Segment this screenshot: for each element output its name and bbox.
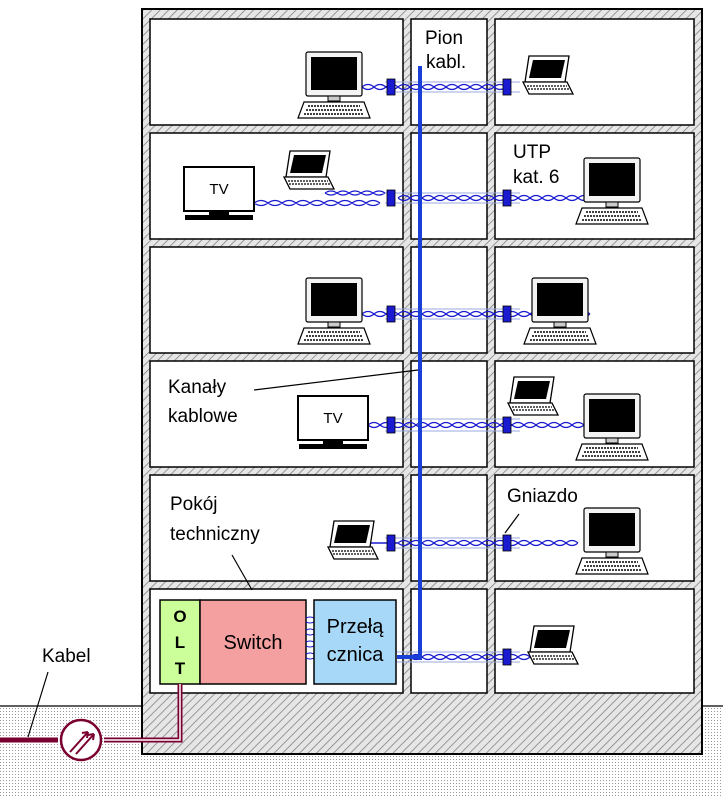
cable-label: Kabel [42,646,91,667]
cable-channels-label-line2: kablowe [168,406,238,427]
patch-panel-box [313,599,397,685]
riser-room-floor-6 [410,18,488,126]
patch-panel-label-line2: cznica [327,644,385,666]
desktop-computer-icon [575,507,649,575]
tv-label: TV [209,181,228,198]
riser-room-floor-3 [410,360,488,468]
riser-room-floor-5 [410,132,488,240]
utp-cable [367,421,621,429]
cable-channels [385,81,520,663]
callout-lines [27,369,520,738]
technical-room-label-line1: Pokój [170,494,218,515]
switch-box [199,599,307,685]
optical-splitter-icon [59,718,103,762]
riser-room-floor-4 [410,246,488,354]
olt-letter-t: T [175,659,186,678]
riser-room-floor-2 [410,474,488,582]
wall-socket [502,189,512,207]
laptop-icon [507,376,559,416]
room-right-floor-6 [494,18,695,126]
patch-panel-label-line1: Przełą [327,616,385,638]
room-right-floor-4 [494,246,695,354]
desktop-computer-icon [297,51,371,119]
wall-socket [502,78,512,96]
pion-label-line1: Pion [425,28,463,49]
olt-letter-l: L [175,633,185,652]
wall-socket [386,534,396,552]
technical-room-equipment: O L T Switch Przełą cznica [159,599,397,685]
wall-socket [502,416,512,434]
laptop-icon [327,520,379,560]
switch-to-patch-panel-cables [305,616,315,660]
utp-cable [397,194,591,202]
tv-icon: TV [183,166,255,221]
wall-socket [502,534,512,552]
desktop-computer-icon [297,277,371,345]
wall-socket [502,305,512,323]
desktop-computer-icon [523,277,597,345]
wall-socket [502,648,512,666]
tv-icon: TV [297,395,369,450]
switch-label: Switch [224,632,283,654]
wall-socket [386,78,396,96]
utp-label-line2: kat. 6 [513,167,559,188]
technical-room-label-line2: techniczny [170,524,260,545]
laptop-icon [283,150,335,190]
cable-channels-label-line1: Kanały [168,377,227,398]
wall-socket [386,189,396,207]
utp-label-line1: UTP [513,142,551,163]
riser-room-floor-1 [410,588,488,694]
devices: TV TV [183,51,649,665]
wall-socket [386,305,396,323]
utp-cable [253,199,381,207]
utp-cable [324,190,386,196]
desktop-computer-icon [575,393,649,461]
laptop-icon [522,55,574,95]
pion-label-line2: kabl. [426,52,466,73]
labels: Pion kabl. UTP kat. 6 Kanały kablowe Gni… [42,28,578,667]
socket-label: Gniazdo [507,486,578,507]
desktop-computer-icon [575,157,649,225]
utp-cable [397,83,507,91]
laptop-icon [527,625,579,665]
wall-socket [386,416,396,434]
utp-cables [253,83,621,661]
utp-cable [397,539,579,547]
olt-letter-o: O [173,607,186,626]
tv-label: TV [323,410,342,427]
room-right-floor-1 [494,588,695,694]
